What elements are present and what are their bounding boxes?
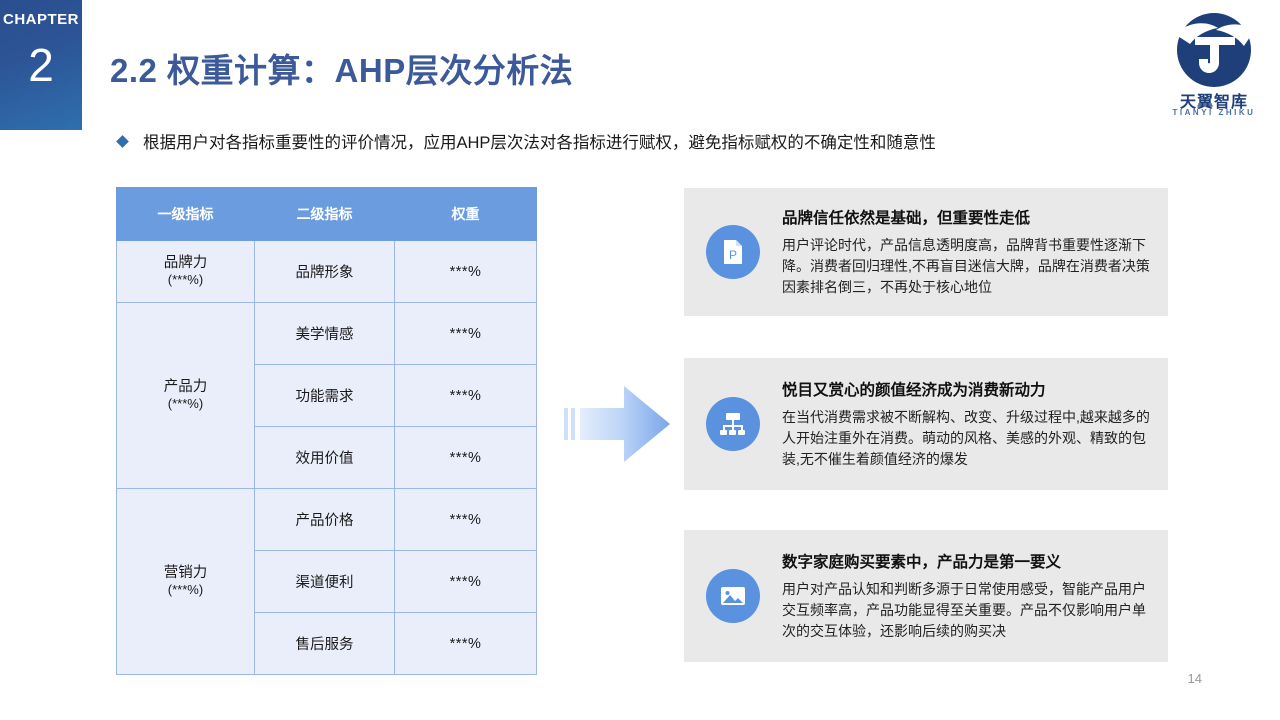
page-title: 2.2 权重计算：AHP层次分析法 (110, 52, 574, 89)
insight-card: P 品牌信任依然是基础，但重要性走低 用户评论时代，产品信息透明度高，品牌背书重… (684, 188, 1168, 316)
table-cell-category: 营销力 (***%) (116, 488, 255, 675)
table-row: 渠道便利 ***% (117, 550, 537, 613)
page-number: 14 (1187, 671, 1202, 686)
table-col-header-primary: 一级指标 (116, 187, 255, 241)
category-name: 产品力 (163, 379, 208, 396)
table-cell-indicator: 效用价值 (254, 426, 395, 489)
table-cell-weight: ***% (394, 550, 537, 613)
brand-logo: 天翼智库 TIANYI ZHIKU (1162, 6, 1266, 126)
table-cell-indicator: 渠道便利 (254, 550, 395, 613)
chapter-number: 2 (28, 39, 54, 91)
table-row: 产品力 (***%) 美学情感 ***% (116, 302, 537, 489)
card-description: 在当代消费需求被不断解构、改变、升级过程中,越来越多的人开始注重外在消费。萌动的… (782, 408, 1150, 468)
sitemap-icon (706, 397, 760, 451)
table-row: 营销力 (***%) 产品价格 ***% (116, 488, 537, 675)
table-row: 品牌力 (***%) 品牌形象 ***% (116, 240, 537, 303)
table-row: 功能需求 ***% (117, 364, 537, 427)
table-cell-category: 品牌力 (***%) (116, 240, 255, 303)
table-col-header-weight: 权重 (394, 187, 537, 241)
card-body: 悦目又赏心的颜值经济成为消费新动力 在当代消费需求被不断解构、改变、升级过程中,… (774, 378, 1150, 471)
category-weight: (***%) (167, 272, 204, 288)
tianyi-circle-t-logo-icon (1174, 13, 1254, 87)
bullet-row: 根据用户对各指标重要性的评价情况，应用AHP层次法对各指标进行赋权，避免指标赋权… (116, 129, 936, 153)
table-cell-indicator: 产品价格 (254, 488, 395, 551)
category-weight: (***%) (167, 582, 204, 598)
table-cell-weight: ***% (394, 488, 537, 551)
chapter-badge: CHAPTER 2 (0, 0, 82, 130)
table-cell-indicator: 美学情感 (254, 302, 395, 365)
image-icon (706, 569, 760, 623)
table-cell-indicator: 品牌形象 (254, 240, 395, 303)
table-cell-indicator: 售后服务 (254, 612, 395, 675)
card-title: 数字家庭购买要素中，产品力是第一要义 (782, 553, 1062, 571)
diamond-bullet-icon (116, 134, 129, 148)
weight-table: 一级指标 二级指标 权重 品牌力 (***%) 品牌形象 ***% 产品力 (*… (116, 187, 537, 675)
card-title: 品牌信任依然是基础，但重要性走低 (782, 209, 1031, 227)
card-body: 数字家庭购买要素中，产品力是第一要义 用户对产品认知和判断多源于日常使用感受，智… (774, 550, 1150, 643)
card-description: 用户评论时代，产品信息透明度高，品牌背书重要性逐渐下降。消费者回归理性,不再盲目… (782, 236, 1150, 296)
table-row: 效用价值 ***% (117, 426, 537, 489)
insight-card: 数字家庭购买要素中，产品力是第一要义 用户对产品认知和判断多源于日常使用感受，智… (684, 530, 1168, 662)
card-body: 品牌信任依然是基础，但重要性走低 用户评论时代，产品信息透明度高，品牌背书重要性… (774, 206, 1150, 299)
table-header-row: 一级指标 二级指标 权重 (116, 187, 537, 241)
logo-name-cn: 天翼智库 (1179, 94, 1248, 111)
table-cell-weight: ***% (394, 302, 537, 365)
chapter-label: CHAPTER (2, 11, 79, 28)
category-name: 品牌力 (163, 255, 208, 272)
table-cell-weight: ***% (394, 426, 537, 489)
category-name: 营销力 (163, 565, 208, 582)
right-arrow-icon (562, 378, 674, 470)
card-title: 悦目又赏心的颜值经济成为消费新动力 (782, 381, 1046, 399)
card-description: 用户对产品认知和判断多源于日常使用感受，智能产品用户交互频率高，产品功能显得至关… (782, 580, 1146, 640)
table-cell-weight: ***% (394, 364, 537, 427)
table-row: 售后服务 ***% (117, 612, 537, 675)
svg-text:P: P (729, 248, 737, 262)
document-p-icon: P (706, 225, 760, 279)
insight-card: 悦目又赏心的颜值经济成为消费新动力 在当代消费需求被不断解构、改变、升级过程中,… (684, 358, 1168, 490)
bullet-text: 根据用户对各指标重要性的评价情况，应用AHP层次法对各指标进行赋权，避免指标赋权… (143, 134, 936, 152)
table-cell-weight: ***% (394, 612, 537, 675)
category-weight: (***%) (167, 396, 204, 412)
table-cell-weight: ***% (394, 240, 537, 303)
table-cell-indicator: 功能需求 (254, 364, 395, 427)
table-cell-category: 产品力 (***%) (116, 302, 255, 489)
logo-name-en: TIANYI ZHIKU (1172, 108, 1256, 117)
table-col-header-secondary: 二级指标 (254, 187, 395, 241)
